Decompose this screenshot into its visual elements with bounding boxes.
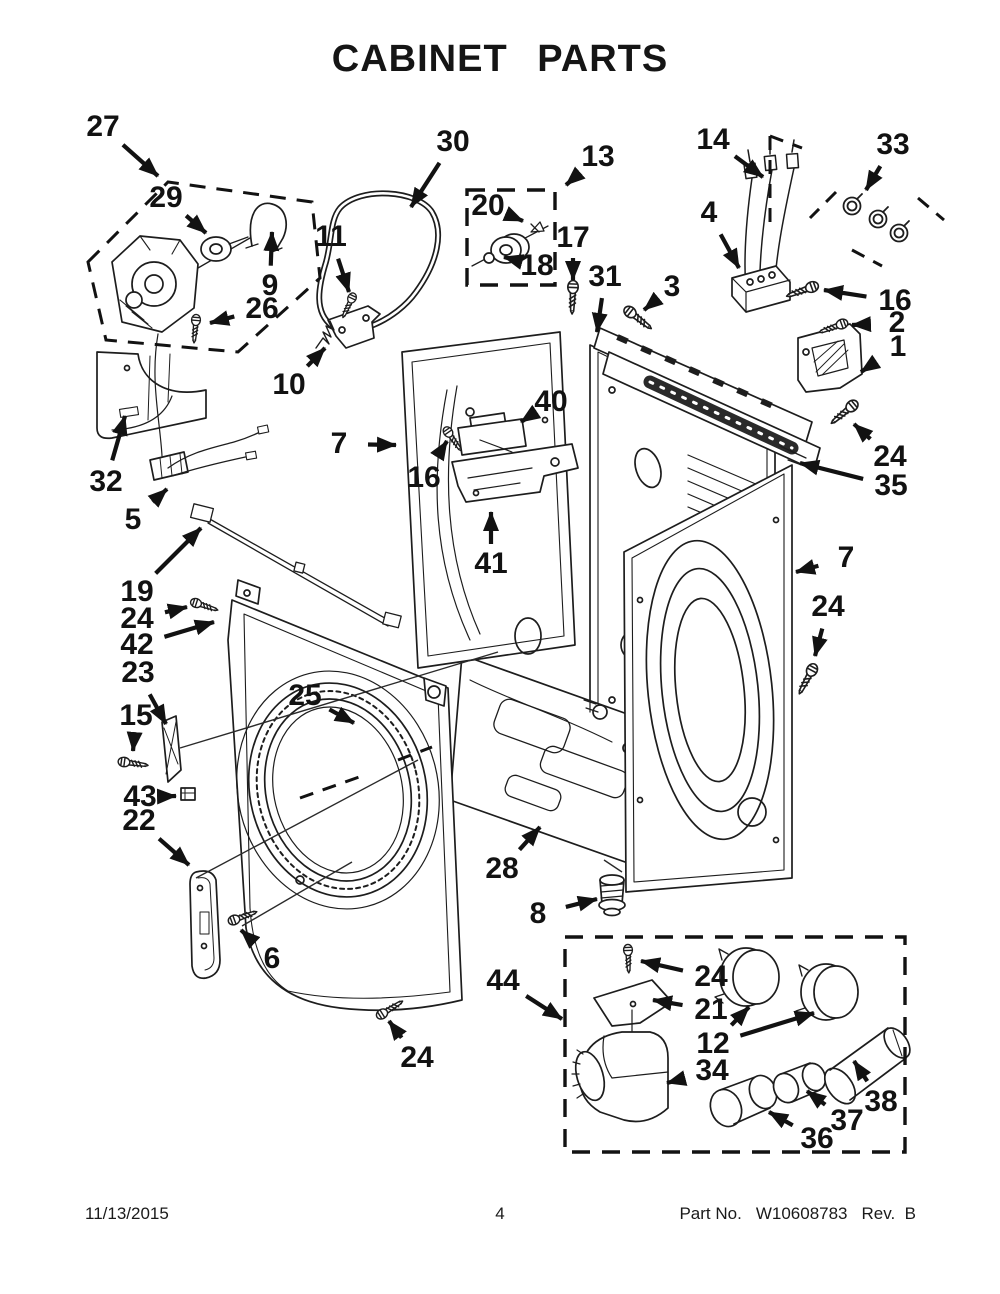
bracket-40 <box>457 412 527 456</box>
screw-3 <box>620 303 656 334</box>
leveling-foot <box>598 874 626 917</box>
callout-35: 35 <box>874 469 908 502</box>
bracket-41 <box>451 443 579 503</box>
callout-1: 1 <box>889 330 907 363</box>
hinge-bracket-23 <box>161 715 182 783</box>
callout-31: 31 <box>588 260 622 293</box>
screw-24-side <box>793 660 821 698</box>
hinge-plate-22 <box>189 870 221 980</box>
collar-36 <box>709 1074 778 1128</box>
screw-15 <box>116 755 150 771</box>
callout-2: 2 <box>888 306 906 339</box>
callout-24: 24 <box>873 440 907 473</box>
callout-40: 40 <box>534 385 568 418</box>
motor-base <box>96 351 207 440</box>
footer-page-number: 4 <box>495 1204 505 1223</box>
callout-3: 3 <box>663 270 681 303</box>
top-vent-rail <box>593 327 821 471</box>
callout-25: 25 <box>288 679 322 712</box>
footer-part-label: Part No. <box>679 1204 742 1223</box>
callout-33: 33 <box>876 128 910 161</box>
grommets <box>842 193 910 243</box>
terminal-block <box>731 265 791 313</box>
top-hinge-bracket <box>235 579 261 605</box>
callout-44: 44 <box>486 964 520 997</box>
callout-5: 5 <box>124 503 142 536</box>
pipe-38 <box>823 1027 911 1105</box>
page-title: CABINET PARTS <box>331 38 669 80</box>
callout-29: 29 <box>149 181 183 214</box>
callout-9: 9 <box>261 269 279 302</box>
footer-revision: Rev. B <box>861 1204 916 1223</box>
spring-10 <box>315 320 335 349</box>
bracket-9 <box>249 202 287 251</box>
callout-36: 36 <box>800 1122 834 1155</box>
callout-8: 8 <box>529 897 547 930</box>
door-ring-outer <box>236 670 440 910</box>
callout-38: 38 <box>864 1085 898 1118</box>
callout-15: 15 <box>119 699 153 732</box>
callout-11: 11 <box>315 220 347 253</box>
callout-6: 6 <box>263 942 281 975</box>
callout-41: 41 <box>474 547 508 580</box>
callout-16: 16 <box>407 461 441 494</box>
vent-kit <box>571 943 911 1128</box>
screw-24-kit <box>622 943 634 974</box>
motor-assembly <box>111 202 287 333</box>
terminal-5 <box>149 333 270 481</box>
clip-43 <box>180 787 196 801</box>
callout-30: 30 <box>436 125 470 158</box>
callout-37: 37 <box>830 1104 864 1137</box>
vent-cap-12a <box>714 947 780 1007</box>
callout-7: 7 <box>837 541 855 574</box>
callout-23: 23 <box>121 656 155 689</box>
callout-20: 20 <box>471 189 505 222</box>
callout-16: 16 <box>878 284 912 317</box>
power-cord-bracket <box>797 323 863 393</box>
collar-37 <box>772 1062 827 1104</box>
screw-17 <box>566 279 580 316</box>
callout-21: 21 <box>694 993 728 1026</box>
callout-24: 24 <box>694 960 728 993</box>
footer-date: 11/13/2015 <box>85 1204 169 1223</box>
callout-7: 7 <box>330 427 348 460</box>
callout-26: 26 <box>245 292 279 325</box>
callout-17: 17 <box>556 221 590 254</box>
callout-22: 22 <box>122 804 156 837</box>
callout-34: 34 <box>695 1054 729 1087</box>
vent-cap-12b <box>795 963 859 1021</box>
footer-part-number: W10608783 <box>755 1204 848 1223</box>
inner-panel-left <box>401 331 576 669</box>
callout-13: 13 <box>581 140 615 173</box>
elbow-duct-34 <box>571 1031 669 1123</box>
screw-24-front-top <box>188 596 220 616</box>
screw-26 <box>188 313 202 344</box>
callout-14: 14 <box>696 123 730 156</box>
callout-19: 19 <box>120 575 154 608</box>
front-panel <box>227 579 463 1012</box>
callout-24: 24 <box>400 1041 434 1074</box>
callout-leader-lines <box>110 143 883 1129</box>
callout-18: 18 <box>520 249 554 282</box>
door-ring <box>247 682 429 898</box>
callout-24: 24 <box>120 602 154 635</box>
callout-27: 27 <box>86 110 120 143</box>
callout-32: 32 <box>89 465 123 498</box>
callout-12: 12 <box>696 1027 730 1060</box>
cover-plate-21 <box>593 979 673 1027</box>
callout-43: 43 <box>123 780 157 813</box>
side-panel-right <box>623 464 793 893</box>
callout-42: 42 <box>120 628 154 661</box>
dashed-group-outlines <box>86 134 945 1154</box>
harness-19 <box>189 503 402 629</box>
callout-10: 10 <box>272 368 306 401</box>
motor-pulley <box>200 236 232 262</box>
callout-24: 24 <box>811 590 845 623</box>
hinge-parts <box>161 715 221 980</box>
callout-4: 4 <box>700 196 718 229</box>
footer-part-info: Part No. W10608783 Rev. B <box>665 1204 916 1224</box>
callout-28: 28 <box>485 852 519 885</box>
idler-arm <box>315 305 381 349</box>
